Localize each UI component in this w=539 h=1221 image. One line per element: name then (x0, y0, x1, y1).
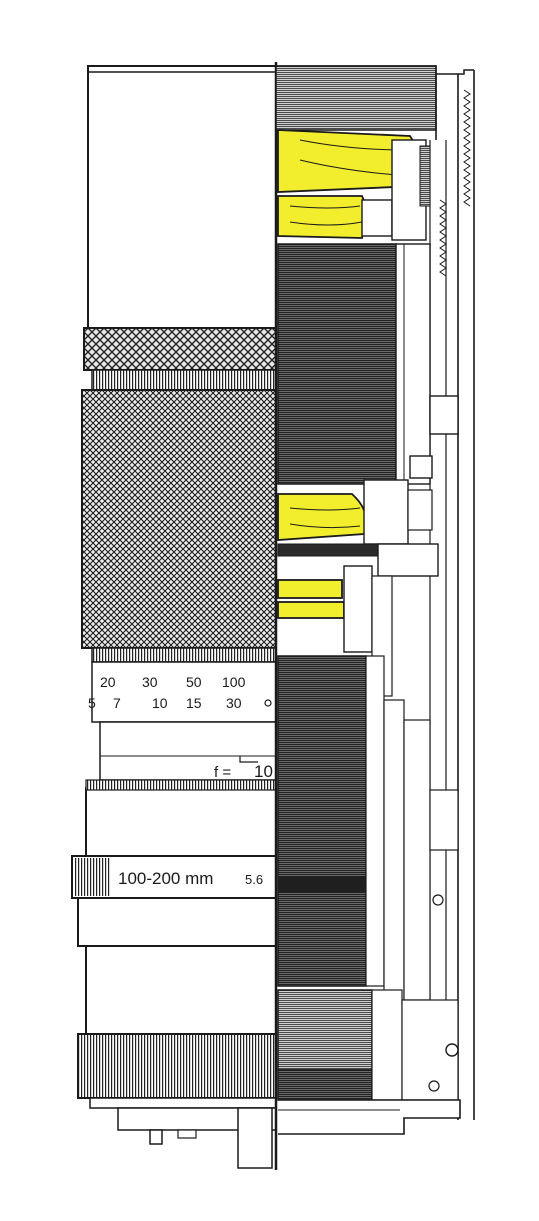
zoom-aperture: 5.6 (245, 872, 263, 887)
zoom-barrel (85, 787, 277, 857)
rear-inner-lens-group (277, 579, 345, 619)
external-barrel: 20 30 50 100 5 7 10 15 30 f = 10 100-200… (71, 65, 277, 1169)
focal-mark-prefix: f = (214, 764, 231, 781)
front-lens-group (277, 129, 422, 239)
focus-grip (81, 389, 277, 649)
inner-tube-upper (277, 243, 397, 485)
zoom-focal-range: 100-200 mm (118, 869, 213, 888)
front-barrel (87, 65, 277, 329)
middle-lens-group (277, 493, 368, 541)
inner-tube-lower (277, 655, 367, 987)
distance-scale-upper: 20 30 50 100 (100, 674, 246, 690)
lens-mount (117, 1107, 277, 1169)
distance-scale-lower: 5 7 10 15 30 (88, 695, 242, 711)
knurled-band-top (83, 327, 277, 371)
aperture-ring (77, 1033, 277, 1099)
focal-mark-value: 10 (254, 762, 273, 781)
distance-scale-ring (91, 661, 277, 723)
cutaway-interior (275, 65, 475, 1135)
